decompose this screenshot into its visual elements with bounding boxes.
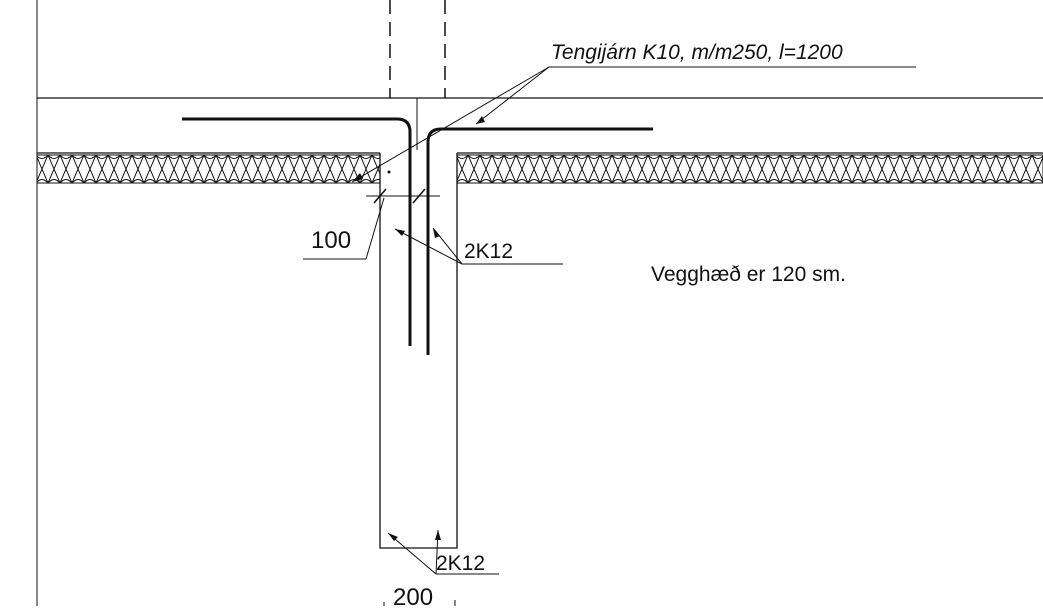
- insulation-right: [456, 154, 1043, 184]
- insulation-left: [36, 154, 381, 184]
- footing-width-label: 200: [393, 584, 434, 611]
- rebar-bent-right: [426, 127, 653, 355]
- footing-outline: [379, 153, 458, 549]
- leader-arrow-1: [352, 173, 363, 182]
- rebar-bent-left: [182, 117, 412, 346]
- wall-height-note: Vegghæð er 120 sm.: [651, 263, 846, 286]
- leader-2k12-bot-1: [387, 532, 437, 575]
- wall-thickness-label: 100: [311, 227, 352, 254]
- leader-arrow-6: [435, 530, 441, 540]
- rebar-connector-label: Tengijárn K10, m/m250, l=1200: [551, 41, 843, 64]
- rebar-bottom-label: 2K12: [436, 552, 486, 575]
- dim-100-tick-right: [412, 188, 426, 204]
- rebar-top-label: 2K12: [464, 240, 514, 263]
- leader-arrow-4: [433, 228, 440, 238]
- leader-2k12-top-1: [394, 228, 463, 265]
- leader-arrow-2: [476, 116, 485, 124]
- leader-rebar-to-slab: [351, 66, 550, 183]
- leader-rebar-to-right: [475, 66, 550, 125]
- dim-100-tick-left: [373, 188, 387, 204]
- leader-arrow-5: [388, 533, 398, 541]
- leader-arrow-3: [395, 229, 405, 236]
- dim-dot: [387, 170, 391, 174]
- leader-100-to-dim: [365, 197, 385, 260]
